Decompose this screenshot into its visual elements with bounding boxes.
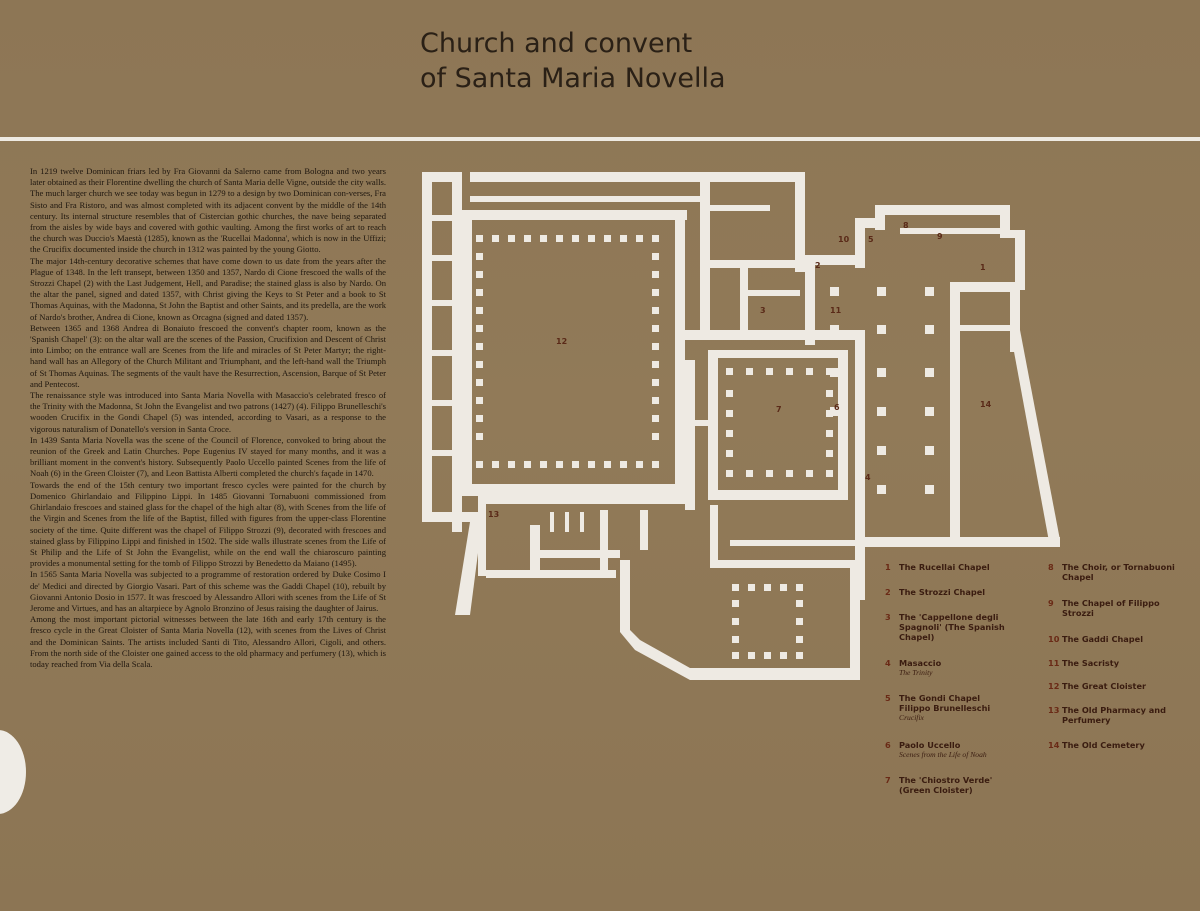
legend-number: 9 bbox=[1048, 598, 1054, 608]
legend-label: The Great Cloister bbox=[1062, 681, 1147, 691]
history-paragraph-1: In 1219 twelve Dominican friars led by F… bbox=[30, 166, 386, 255]
plan-label-4: 4 bbox=[865, 473, 871, 482]
legend-number: 11 bbox=[1048, 658, 1060, 668]
plan-label-1: 1 bbox=[980, 263, 986, 272]
plan-label-14: 14 bbox=[980, 400, 992, 409]
green-cloister-columns bbox=[726, 368, 833, 477]
plan-label-8: 8 bbox=[903, 221, 909, 230]
legend-number: 2 bbox=[885, 587, 891, 597]
legend-label: The 'Cappellone degli Spagnoli' (The Spa… bbox=[899, 612, 1005, 642]
sign-title-line-1: Church and convent bbox=[420, 28, 693, 59]
legend-number: 10 bbox=[1048, 634, 1060, 644]
history-text: In 1219 twelve Dominican friars led by F… bbox=[30, 166, 386, 896]
legend-sublabel: Crucifix bbox=[899, 713, 924, 722]
legend-label: Masaccio bbox=[899, 658, 942, 668]
legend-number: 6 bbox=[885, 740, 891, 750]
history-paragraph-3: Between 1365 and 1368 Andrea di Bonaiuto… bbox=[30, 322, 386, 389]
plan-label-7: 7 bbox=[776, 405, 782, 414]
history-paragraph-8: Among the most important pictorial witne… bbox=[30, 614, 386, 669]
legend-number: 4 bbox=[885, 658, 891, 668]
lower-cloister-columns bbox=[732, 584, 803, 659]
sign-title-line-2: of Santa Maria Novella bbox=[420, 63, 726, 94]
legend-sublabel: Scenes from the Life of Noah bbox=[899, 750, 987, 759]
plan-label-10: 10 bbox=[838, 235, 850, 244]
plan-label-13: 13 bbox=[488, 510, 499, 519]
great-cloister-columns bbox=[476, 235, 659, 468]
legend-number: 8 bbox=[1048, 562, 1054, 572]
nave-columns bbox=[830, 287, 934, 494]
plan-label-3: 3 bbox=[760, 306, 766, 315]
legend-number: 13 bbox=[1048, 705, 1060, 715]
history-paragraph-5: In 1439 Santa Maria Novella was the scen… bbox=[30, 434, 386, 479]
legend-label: Paolo Uccello bbox=[899, 740, 961, 750]
legend-label: The Choir, or Tornabuoni Chapel bbox=[1062, 562, 1175, 582]
legend-label: The Old Pharmacy and Perfumery bbox=[1062, 705, 1166, 725]
legend-number: 1 bbox=[885, 562, 891, 572]
plan-label-11: 11 bbox=[830, 306, 842, 315]
plan-label-6: 6 bbox=[834, 403, 840, 412]
plan-label-9: 9 bbox=[937, 232, 943, 241]
legend-label: The 'Chiostro Verde' (Green Cloister) bbox=[899, 775, 993, 795]
legend-label: The Old Cemetery bbox=[1062, 740, 1145, 750]
legend-label: The Strozzi Chapel bbox=[899, 587, 986, 597]
plan-label-12: 12 bbox=[556, 337, 567, 346]
floor-plan-walls bbox=[422, 172, 1060, 680]
divider-line bbox=[0, 137, 1200, 141]
plan-label-5: 5 bbox=[868, 235, 874, 244]
history-paragraph-6: Towards the end of the 15th century two … bbox=[30, 479, 386, 569]
legend-sublabel: The Trinity bbox=[899, 668, 933, 677]
sign-title: Church and convent of Santa Maria Novell… bbox=[420, 26, 726, 96]
legend-number: 14 bbox=[1048, 740, 1060, 750]
legend-number: 7 bbox=[885, 775, 891, 785]
legend-label: The Sacristy bbox=[1062, 658, 1120, 668]
history-paragraph-7: In 1565 Santa Maria Novella was subjecte… bbox=[30, 569, 386, 613]
history-paragraph-2: The major 14th-century decorative scheme… bbox=[30, 255, 386, 322]
legend-number: 5 bbox=[885, 693, 891, 703]
floor-plan-numbers: 1 2 3 4 5 6 7 8 9 10 11 12 13 14 bbox=[488, 221, 992, 519]
legend-number: 3 bbox=[885, 612, 891, 622]
history-paragraph-4: The renaissance style was introduced int… bbox=[30, 390, 386, 434]
legend-label: The Gaddi Chapel bbox=[1062, 634, 1144, 644]
legend-label: The Rucellai Chapel bbox=[899, 562, 990, 572]
legend-label: The Gondi Chapel Filippo Brunelleschi bbox=[899, 693, 991, 713]
legend-number: 12 bbox=[1048, 681, 1060, 691]
legend-label: The Chapel of Filippo Strozzi bbox=[1062, 598, 1160, 618]
plan-label-2: 2 bbox=[815, 261, 821, 270]
